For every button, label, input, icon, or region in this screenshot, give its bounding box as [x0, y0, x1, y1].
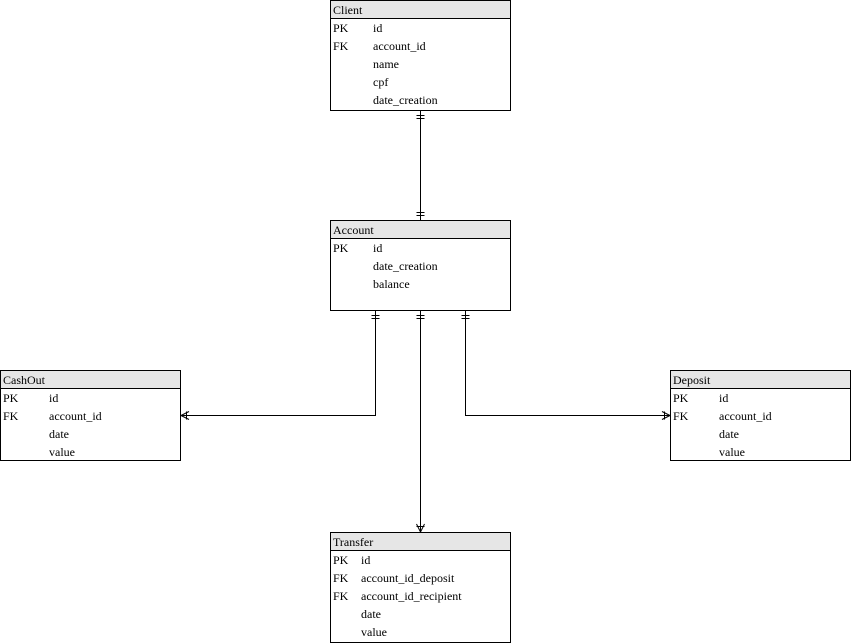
relationship-account-deposit[interactable] — [461, 311, 671, 420]
entity-row: name — [331, 55, 510, 73]
key-label: FK — [673, 409, 689, 423]
key-label: FK — [333, 39, 349, 53]
entity-row: date — [671, 425, 850, 443]
entity-row: FK account_id — [1, 407, 180, 425]
entity-row: PK id — [1, 389, 180, 407]
key-label: PK — [673, 391, 689, 405]
entity-row: FK account_id_deposit — [331, 569, 510, 587]
entity-row: PK id — [331, 19, 510, 37]
field-name: date_creation — [373, 93, 438, 107]
entity-row: cpf — [331, 73, 510, 91]
field-name: value — [361, 625, 387, 639]
entity-row: date — [1, 425, 180, 443]
key-label: FK — [333, 571, 349, 585]
entity-row: value — [671, 443, 850, 461]
entity-title: Account — [331, 221, 510, 239]
key-label: FK — [3, 409, 19, 423]
entity-row: date_creation — [331, 257, 510, 275]
entity-row: FK account_id — [671, 407, 850, 425]
entity-transfer[interactable]: Transfer PK id FK account_id_deposit FK … — [330, 532, 511, 643]
field-name: account_id_recipient — [361, 589, 462, 603]
entity-row: date — [331, 605, 510, 623]
entity-row: FK account_id_recipient — [331, 587, 510, 605]
entity-account[interactable]: Account PK id date_creation balance — [330, 220, 511, 311]
key-label: PK — [333, 21, 349, 35]
field-name: id — [719, 391, 729, 405]
relationship-account-cashout[interactable] — [180, 311, 380, 420]
entity-row: PK id — [671, 389, 850, 407]
entity-row: PK id — [331, 551, 510, 569]
field-name: cpf — [373, 75, 389, 89]
field-name: id — [361, 553, 371, 567]
field-name: account_id — [373, 39, 426, 53]
field-name: id — [373, 241, 383, 255]
entity-cashout[interactable]: CashOut PK id FK account_id date value — [0, 370, 181, 461]
key-label: PK — [333, 553, 349, 567]
relationship-client-account[interactable] — [416, 111, 425, 220]
entity-title: CashOut — [1, 371, 180, 389]
relationship-account-transfer[interactable] — [416, 311, 425, 533]
entity-deposit[interactable]: Deposit PK id FK account_id date value — [670, 370, 851, 461]
field-name: account_id — [719, 409, 772, 423]
field-name: value — [49, 445, 75, 459]
key-label: FK — [333, 589, 349, 603]
field-name: value — [719, 445, 745, 459]
key-label: PK — [333, 241, 349, 255]
entity-row: value — [1, 443, 180, 461]
field-name: date — [49, 427, 69, 441]
entity-title: Client — [331, 1, 510, 19]
field-name: account_id — [49, 409, 102, 423]
entity-row: FK account_id — [331, 37, 510, 55]
field-name: name — [373, 57, 399, 71]
entity-row: value — [331, 623, 510, 641]
key-label: PK — [3, 391, 19, 405]
field-name: date — [719, 427, 739, 441]
entity-title: Deposit — [671, 371, 850, 389]
field-name: date_creation — [373, 259, 438, 273]
field-name: balance — [373, 277, 410, 291]
entity-client[interactable]: Client PK id FK account_id name cpf date… — [330, 0, 511, 111]
field-name: date — [361, 607, 381, 621]
entity-row: PK id — [331, 239, 510, 257]
entity-row: date_creation — [331, 91, 510, 109]
field-name: id — [49, 391, 59, 405]
field-name: id — [373, 21, 383, 35]
entity-row: balance — [331, 275, 510, 293]
entity-title: Transfer — [331, 533, 510, 551]
field-name: account_id_deposit — [361, 571, 455, 585]
